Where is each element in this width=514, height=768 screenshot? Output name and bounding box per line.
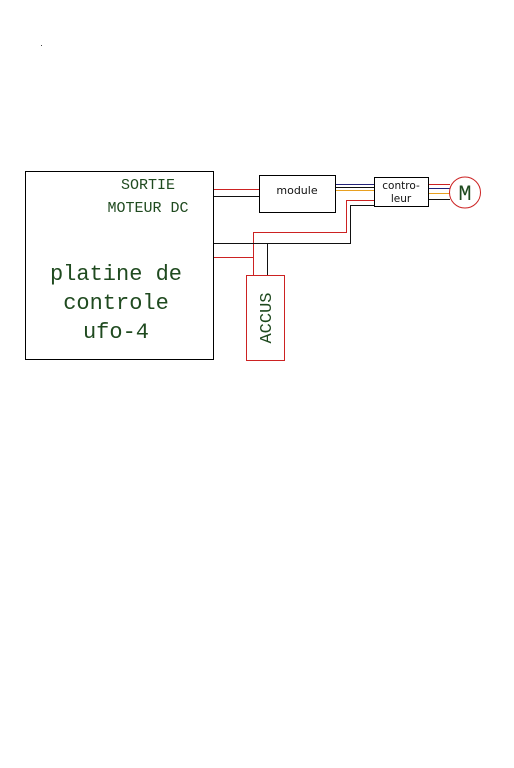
motor-circle — [449, 176, 481, 209]
platine-title-3: ufo-4 — [83, 320, 149, 345]
battery-label: ACCUS — [258, 292, 277, 343]
wire-black-power — [214, 205, 374, 244]
module-block: module — [259, 175, 336, 213]
wire-red-power — [253, 200, 374, 275]
platine-title-1: platine de — [50, 262, 182, 287]
module-box — [259, 175, 336, 213]
speck — [41, 45, 42, 46]
motor-label: M — [458, 182, 471, 207]
battery-box — [246, 275, 285, 361]
sortie-label-1: SORTIE — [121, 177, 175, 194]
platine-box — [25, 171, 214, 360]
platine-title-2: controle — [63, 291, 169, 316]
controleur-label-1: contro- — [382, 180, 420, 192]
sortie-label-2: MOTEUR DC — [107, 200, 188, 217]
controleur-block: contro- leur — [374, 177, 429, 207]
controleur-label-2: leur — [391, 193, 412, 205]
controleur-box — [374, 177, 429, 207]
platine-block: SORTIE MOTEUR DC platine de controle ufo… — [25, 171, 214, 360]
module-label: module — [276, 184, 317, 197]
battery-block: ACCUS — [246, 275, 285, 361]
motor-block: M — [449, 176, 481, 209]
